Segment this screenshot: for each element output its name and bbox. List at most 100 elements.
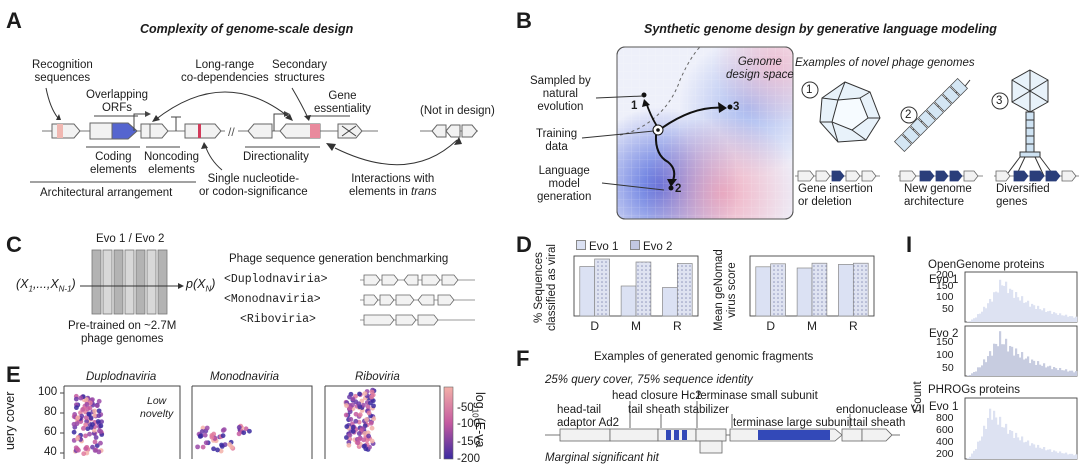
histogram-bar (1073, 318, 1075, 322)
histogram-bar (1069, 371, 1071, 376)
histogram-bar (999, 331, 1001, 376)
histogram-bar (997, 346, 999, 376)
histogram-bar (1075, 371, 1077, 376)
histogram-bar (1055, 313, 1057, 322)
histogram-bar (997, 293, 999, 322)
histogram-bar (1059, 451, 1061, 459)
histogram-bar (1019, 440, 1021, 459)
histogram-bar (1021, 352, 1023, 376)
histogram-bar (1031, 304, 1033, 322)
histogram-bar (1075, 317, 1077, 322)
i-y2-100: 100 (936, 349, 954, 362)
histogram-bar (1021, 436, 1023, 459)
histogram-bar (1061, 453, 1063, 459)
histogram-bar (1031, 443, 1033, 459)
histogram-bar (1043, 447, 1045, 459)
histogram-bar (979, 441, 981, 459)
histogram-bar (985, 308, 987, 322)
histogram-bar (999, 417, 1001, 459)
histogram-bar (1029, 307, 1031, 322)
histogram-bar (1009, 289, 1011, 322)
histogram-bar (969, 321, 971, 322)
histogram-bar (1049, 366, 1051, 376)
histogram-bar (1035, 309, 1037, 322)
histogram-bar (977, 442, 979, 459)
histogram-bar (1041, 366, 1043, 376)
histogram-bar (979, 314, 981, 322)
histogram-bar (991, 420, 993, 459)
histogram-bar (989, 299, 991, 322)
histogram-bar (1065, 453, 1067, 459)
histogram-bar (1025, 359, 1027, 376)
histogram-bar (981, 312, 983, 322)
histogram-bar (1051, 452, 1053, 459)
histogram-bar (989, 409, 991, 459)
histogram-bar (1041, 449, 1043, 459)
histogram-bar (1003, 428, 1005, 459)
histogram-bar (1037, 306, 1039, 322)
histogram-bar (1017, 354, 1019, 376)
histogram-bar (1075, 454, 1077, 459)
histogram-bar (975, 317, 977, 322)
histogram-bar (1003, 286, 1005, 322)
histogram-bar (995, 417, 997, 459)
histogram-bar (1063, 316, 1065, 322)
histogram-bar (971, 320, 973, 322)
histogram-bar (1003, 344, 1005, 376)
histogram-bar (1011, 431, 1013, 459)
histogram-bar (1049, 311, 1051, 322)
histogram-bar (1045, 450, 1047, 459)
histogram-bar (1005, 339, 1007, 376)
histogram-bar (1033, 305, 1035, 322)
histogram-bar (1041, 310, 1043, 322)
histogram-bar (981, 365, 983, 376)
histogram-bar (1037, 445, 1039, 459)
histogram-bar (1017, 437, 1019, 459)
histogram-bar (1063, 453, 1065, 459)
histogram-bar (993, 411, 995, 459)
histogram-bar (983, 307, 985, 322)
histogram-bar (975, 371, 977, 376)
histogram-bar (1047, 450, 1049, 459)
histogram-bar (995, 292, 997, 322)
histogram-bar (1071, 371, 1073, 376)
histogram-bar (1057, 315, 1059, 322)
histogram-bar (983, 359, 985, 376)
histogram-bar (1005, 424, 1007, 459)
histogram-bar (1051, 314, 1053, 322)
histogram-bar (1029, 446, 1031, 459)
histogram-bar (1023, 442, 1025, 459)
i-y1-50: 50 (942, 303, 954, 316)
histogram-bar (993, 344, 995, 376)
histogram-bar (1039, 448, 1041, 459)
histogram-bar (1059, 313, 1061, 322)
histogram-bar (1073, 372, 1075, 376)
histogram-bar (1023, 303, 1025, 322)
histogram-bar (1043, 363, 1045, 376)
histogram-bar (1043, 308, 1045, 322)
histogram-bar (1071, 316, 1073, 322)
histogram-bar (989, 351, 991, 376)
histogram-bar (973, 318, 975, 322)
histogram-bar (991, 302, 993, 322)
histogram-bar (1039, 365, 1041, 376)
histogram-bar (1011, 290, 1013, 322)
histogram-bar (987, 418, 989, 459)
histogram-bar (1067, 372, 1069, 376)
histogram-bar (1007, 351, 1009, 376)
histogram-bar (1025, 302, 1027, 322)
histogram-bar (1069, 316, 1071, 322)
histogram-bar (1057, 370, 1059, 376)
histogram-bar (1055, 451, 1057, 459)
histogram-bar (1035, 448, 1037, 459)
histogram-bar (1029, 363, 1031, 376)
histogram-bar (1013, 438, 1015, 459)
histogram-bar (1007, 293, 1009, 322)
histogram-bar (1015, 292, 1017, 322)
histogram-bar (1057, 453, 1059, 459)
histogram-bar (991, 356, 993, 376)
histogram-bar (1033, 361, 1035, 376)
histogram-bar (1053, 367, 1055, 376)
histogram-bar (993, 292, 995, 322)
